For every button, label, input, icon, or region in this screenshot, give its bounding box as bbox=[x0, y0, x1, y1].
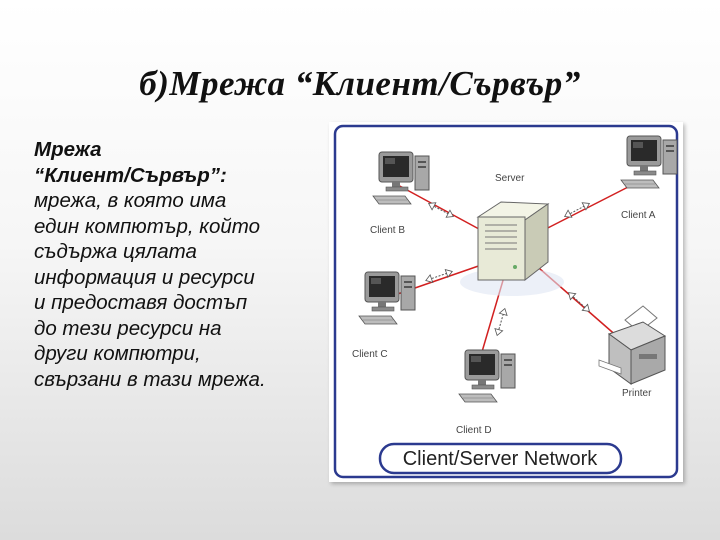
computer-icon bbox=[372, 151, 430, 205]
definition-line-8: свързани в тази мрежа. bbox=[34, 367, 266, 391]
definition-line-3: съдържа цялата bbox=[34, 240, 197, 263]
diagram-border bbox=[333, 124, 679, 479]
client-c-label: Client C bbox=[352, 349, 388, 360]
definition-line-4: информация и ресурси bbox=[34, 265, 255, 289]
definition-line-5: и предоставя достъп bbox=[34, 291, 248, 314]
definition-line-1: мрежа, в която има bbox=[34, 189, 227, 212]
term-line-2: “Клиент/Сървър”: bbox=[34, 163, 227, 187]
computer-icon bbox=[458, 349, 516, 403]
client-server-diagram: Server Client B Client A Client C Client… bbox=[329, 122, 683, 482]
computer-icon bbox=[358, 271, 416, 325]
double-arrow-icon bbox=[562, 199, 592, 221]
server-tower-icon bbox=[460, 201, 564, 296]
printer-icon bbox=[598, 305, 667, 385]
client-a-label: Client A bbox=[621, 210, 656, 221]
slide-title: б)Мрежа “Клиент/Сървър” bbox=[139, 64, 581, 103]
computer-icon bbox=[620, 135, 678, 189]
definition-line-6: до тези ресурси на bbox=[34, 316, 222, 340]
double-arrow-icon bbox=[426, 199, 456, 221]
definition-line-7: други компютри, bbox=[34, 342, 201, 365]
term-line-1: Мрежа bbox=[34, 138, 102, 161]
double-arrow-icon bbox=[565, 289, 593, 315]
definition-text: Мрежа “Клиент/Сървър”: мрежа, в която им… bbox=[34, 137, 329, 392]
client-d-label: Client D bbox=[456, 425, 492, 436]
diagram-caption: Client/Server Network bbox=[403, 448, 599, 470]
caption-box bbox=[378, 442, 623, 475]
server-label: Server bbox=[495, 173, 525, 184]
client-b-label: Client B bbox=[370, 225, 405, 236]
printer-label: Printer bbox=[622, 388, 652, 399]
double-arrow-icon bbox=[492, 306, 510, 338]
definition-line-2: един компютър, който bbox=[34, 214, 261, 238]
double-arrow-icon bbox=[423, 267, 455, 285]
